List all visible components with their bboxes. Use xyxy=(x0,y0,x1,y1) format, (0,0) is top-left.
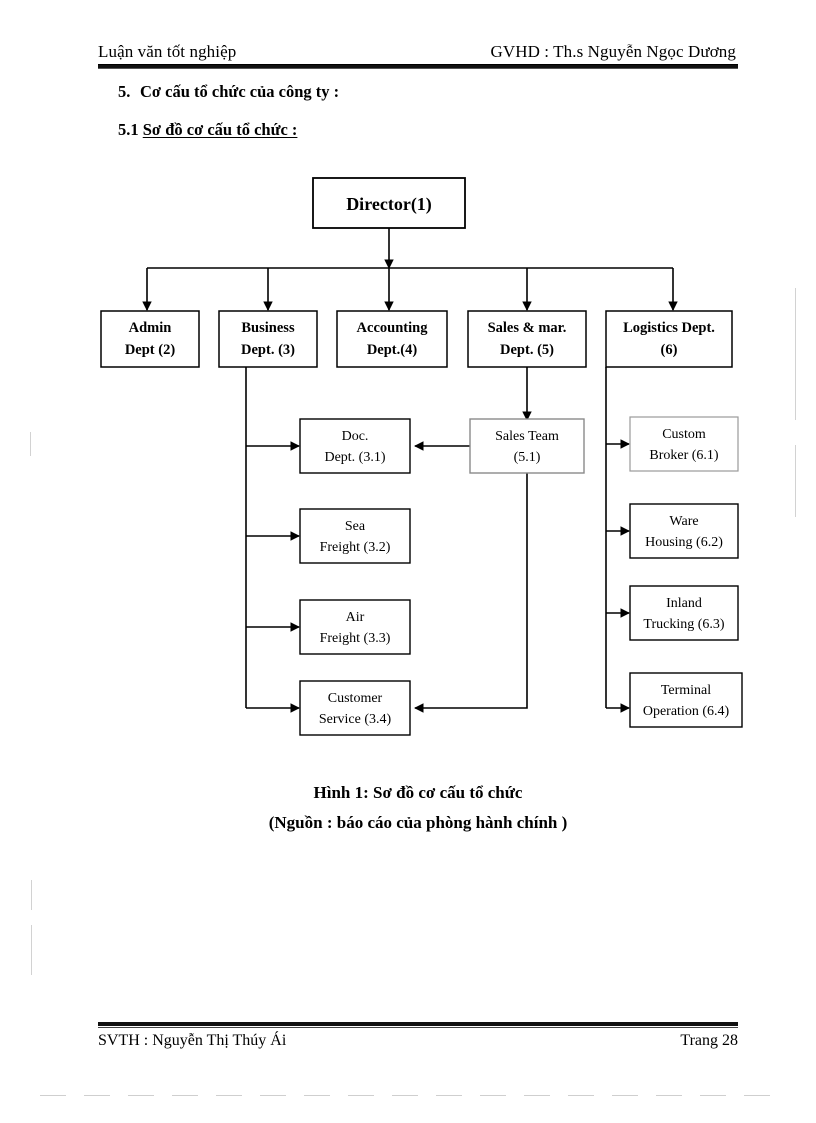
node-sales-team-label-line2: (5.1) xyxy=(514,450,541,465)
section-title: Cơ cấu tổ chức của công ty : xyxy=(140,82,340,101)
scan-artifact-left-1 xyxy=(30,432,31,456)
node-sales-team-label-line1: Sales Team xyxy=(495,429,559,444)
node-terminal-operation-label-line1: Terminal xyxy=(661,683,711,698)
node-air-freight-label-line2: Freight (3.3) xyxy=(320,631,391,646)
figure-caption-line2: (Nguồn : báo cáo của phòng hành chính ) xyxy=(268,813,568,832)
node-custom-broker-label-line1: Custom xyxy=(662,427,706,442)
subsection-number: 5.1 xyxy=(118,120,139,139)
node-customer-service: Customer Service (3.4) xyxy=(299,680,411,736)
subsection-heading: 5.1 Sơ đồ cơ cấu tổ chức : xyxy=(118,120,297,140)
node-logistics-dept-label-line1: Logistics Dept. xyxy=(623,320,715,336)
node-inland-trucking-label-line2: Trucking (6.3) xyxy=(643,617,724,632)
node-sales-marketing-dept-label-line2: Dept. (5) xyxy=(500,342,554,358)
section-number: 5. xyxy=(118,82,131,101)
figure-caption-line1: Hình 1: Sơ đồ cơ cấu tổ chức xyxy=(313,783,523,802)
node-air-freight-label-line1: Air xyxy=(346,610,365,625)
node-air-freight: Air Freight (3.3) xyxy=(299,599,411,655)
section-heading: 5. Cơ cấu tổ chức của công ty : xyxy=(118,82,339,102)
node-sales-team: Sales Team (5.1) xyxy=(469,418,585,474)
node-custom-broker-label-line2: Broker (6.1) xyxy=(649,448,719,463)
node-logistics-dept: Logistics Dept. (6) xyxy=(605,310,733,368)
scan-artifact-right-2 xyxy=(795,372,796,420)
scan-artifact-right-1 xyxy=(795,288,796,403)
header-left-text: Luận văn tốt nghiệp xyxy=(98,42,237,61)
chart-connectors xyxy=(142,228,678,713)
node-logistics-dept-label-line2: (6) xyxy=(661,342,678,358)
node-sea-freight-label-line1: Sea xyxy=(345,519,366,534)
node-terminal-operation-label-line2: Operation (6.4) xyxy=(643,704,730,719)
scan-artifact-right-3 xyxy=(795,445,796,517)
node-accounting-dept-label-line1: Accounting xyxy=(357,320,429,336)
node-accounting-dept: Accounting Dept.(4) xyxy=(336,310,448,368)
node-director: Director(1) xyxy=(312,177,466,229)
node-ware-housing-label-line1: Ware xyxy=(669,514,698,529)
node-admin-dept-label-line1: Admin xyxy=(129,320,172,336)
node-doc-dept-label-line1: Doc. xyxy=(342,429,369,444)
node-ware-housing-label-line2: Housing (6.2) xyxy=(645,535,723,550)
scan-artifact-left-2 xyxy=(31,880,32,910)
footer-right-text: Trang 28 xyxy=(680,1032,738,1049)
page-footer: SVTH : Nguyễn Thị Thúy Ái Trang 28 xyxy=(98,1032,738,1050)
node-inland-trucking: Inland Trucking (6.3) xyxy=(629,585,739,641)
figure-caption: Hình 1: Sơ đồ cơ cấu tổ chức (Nguồn : bá… xyxy=(108,778,728,838)
footer-divider xyxy=(98,1022,738,1028)
node-doc-dept-label-line2: Dept. (3.1) xyxy=(324,450,385,465)
node-customer-service-label-line1: Customer xyxy=(328,691,383,706)
node-business-dept-label-line1: Business xyxy=(241,320,295,336)
node-admin-dept-label-line2: Dept (2) xyxy=(125,342,176,358)
node-business-dept-label-line2: Dept. (3) xyxy=(241,342,295,358)
node-director-label-line1: Director(1) xyxy=(346,194,432,215)
node-admin-dept: Admin Dept (2) xyxy=(100,310,200,368)
node-inland-trucking-label-line1: Inland xyxy=(666,596,702,611)
node-business-dept: Business Dept. (3) xyxy=(218,310,318,368)
scan-artifact-left-3 xyxy=(31,925,32,975)
node-sales-marketing-dept: Sales & mar. Dept. (5) xyxy=(467,310,587,368)
node-sales-marketing-dept-label-line1: Sales & mar. xyxy=(488,320,567,336)
node-accounting-dept-label-line2: Dept.(4) xyxy=(367,342,418,358)
footer-left-text: SVTH : Nguyễn Thị Thúy Ái xyxy=(98,1032,287,1049)
header-right-text: GVHD : Th.s Nguyễn Ngọc Dương xyxy=(490,42,736,61)
node-sea-freight-label-line2: Freight (3.2) xyxy=(320,540,391,555)
node-customer-service-label-line2: Service (3.4) xyxy=(319,712,392,727)
subsection-title: Sơ đồ cơ cấu tổ chức : xyxy=(142,120,298,139)
node-ware-housing: Ware Housing (6.2) xyxy=(629,503,739,559)
header-divider xyxy=(98,64,738,69)
page-header: Luận văn tốt nghiệp GVHD : Th.s Nguyễn N… xyxy=(98,36,736,62)
scan-artifact-bottom-dashes xyxy=(40,1095,780,1096)
edge-salesteam-customer xyxy=(414,473,528,713)
node-sea-freight: Sea Freight (3.2) xyxy=(299,508,411,564)
node-doc-dept: Doc. Dept. (3.1) xyxy=(299,418,411,474)
node-custom-broker: Custom Broker (6.1) xyxy=(629,416,739,472)
node-terminal-operation: Terminal Operation (6.4) xyxy=(629,672,743,728)
